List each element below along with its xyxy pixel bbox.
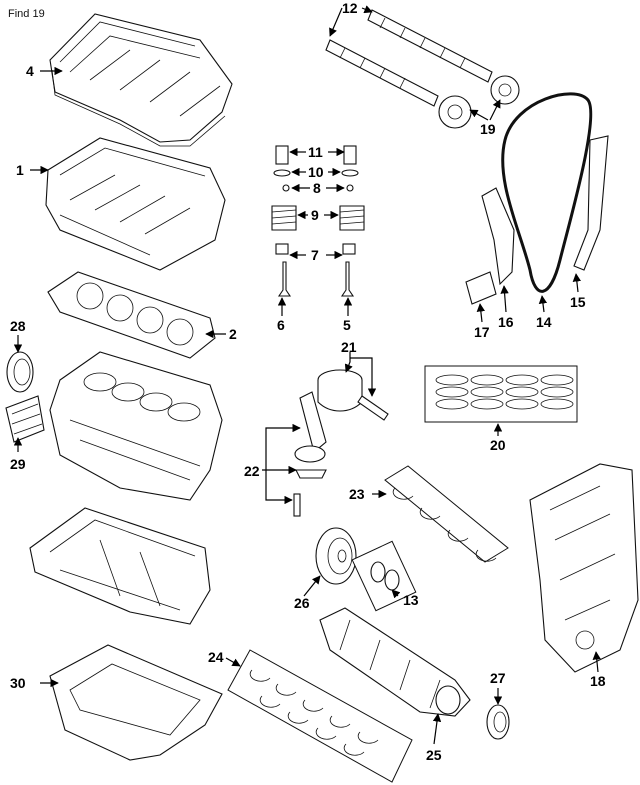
piston-rings-kit: [424, 365, 578, 423]
head-gasket: [47, 271, 216, 359]
callout-13[interactable]: 13: [403, 592, 419, 608]
leader-lines: [13, 5, 601, 745]
callouts: 1 2 4 5 6 7 8 9 10 11 12 13 14 15 16 17 …: [10, 0, 606, 763]
callout-25[interactable]: 25: [426, 747, 442, 763]
crankshaft: [319, 607, 471, 717]
callout-18[interactable]: 18: [590, 673, 606, 689]
timing-cover: [529, 463, 639, 673]
front-crank-seal: [486, 704, 510, 740]
callout-6[interactable]: 6: [277, 317, 285, 333]
callout-14[interactable]: 14: [536, 314, 552, 330]
callout-12[interactable]: 12: [342, 0, 358, 16]
timing-chain: [501, 92, 593, 293]
find-link[interactable]: Find 19: [8, 8, 45, 20]
callout-22[interactable]: 22: [244, 463, 260, 479]
rod-bearings-kit: [227, 649, 413, 783]
tensioner-arm: [481, 187, 515, 286]
oil-pan: [49, 644, 223, 761]
lower-crankcase: [29, 507, 211, 625]
callout-16[interactable]: 16: [498, 314, 514, 330]
callout-15[interactable]: 15: [570, 294, 586, 310]
callout-7[interactable]: 7: [311, 247, 319, 263]
callout-11[interactable]: 11: [308, 144, 323, 160]
main-bearings-kit: [384, 465, 509, 563]
callout-21[interactable]: 21: [341, 339, 357, 355]
callout-17[interactable]: 17: [474, 324, 490, 340]
callout-4[interactable]: 4: [26, 63, 34, 79]
chain-tensioner: [465, 271, 497, 305]
connecting-rod: [293, 391, 327, 517]
callout-2[interactable]: 2: [229, 326, 237, 342]
callout-20[interactable]: 20: [490, 437, 506, 453]
engine-block: [49, 351, 223, 501]
cam-sprockets: [438, 75, 520, 129]
crankshaft-pulley: [315, 527, 357, 585]
callout-5[interactable]: 5: [343, 317, 351, 333]
callout-29[interactable]: 29: [10, 456, 26, 472]
callout-24[interactable]: 24: [208, 649, 224, 665]
bracket: [5, 395, 45, 443]
callout-9[interactable]: 9: [311, 207, 319, 223]
callout-27[interactable]: 27: [490, 670, 506, 686]
callout-10[interactable]: 10: [308, 164, 324, 180]
callout-1[interactable]: 1: [16, 162, 24, 178]
callout-8[interactable]: 8: [313, 180, 321, 196]
valve-cover: [49, 13, 233, 147]
callout-28[interactable]: 28: [10, 318, 26, 334]
rear-main-seal: [6, 351, 34, 393]
callout-26[interactable]: 26: [294, 595, 310, 611]
callout-23[interactable]: 23: [349, 486, 365, 502]
callout-19[interactable]: 19: [480, 121, 496, 137]
callout-30[interactable]: 30: [10, 675, 26, 691]
camshafts: [325, 9, 493, 107]
cylinder-head: [45, 137, 226, 271]
chain-guide: [573, 135, 609, 271]
piston: [317, 369, 389, 421]
